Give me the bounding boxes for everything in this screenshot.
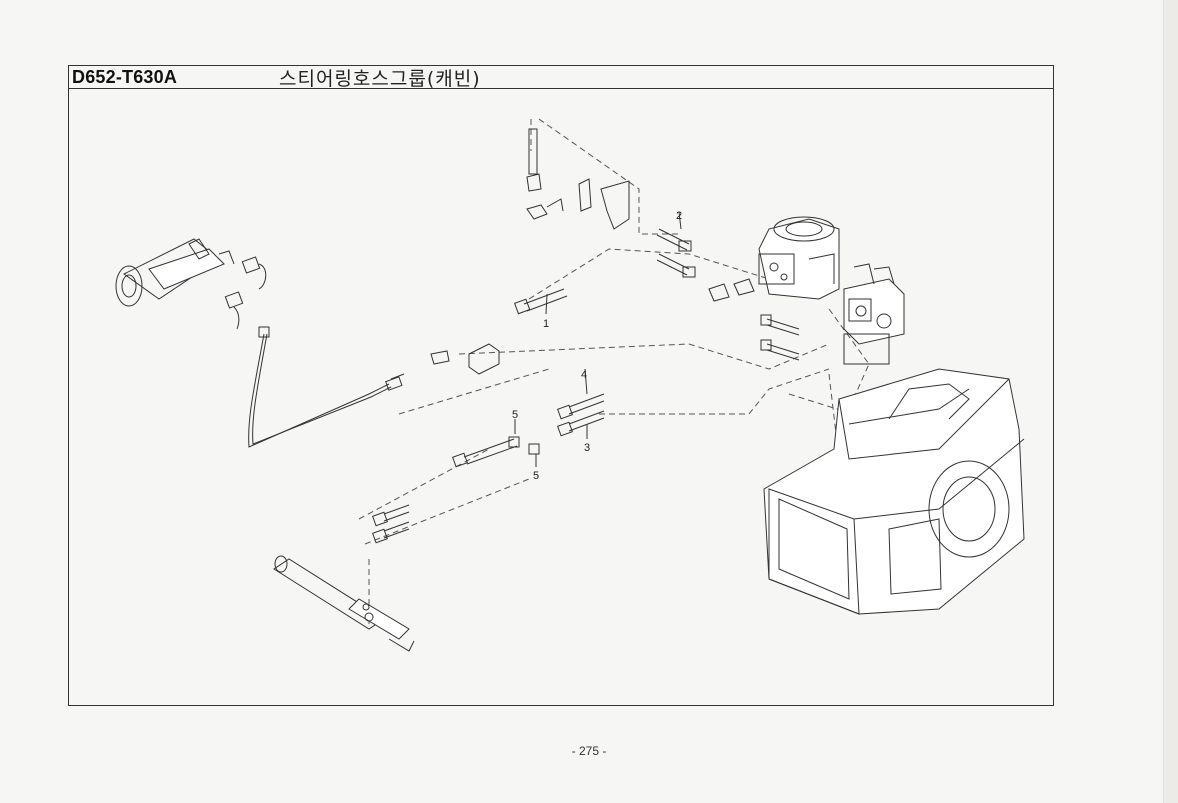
steering-cylinder — [115, 238, 267, 330]
transmission-case — [763, 368, 1025, 615]
callout-leaders — [514, 211, 682, 467]
callout-5-upper: 5 — [512, 409, 518, 421]
header-bar: D652-T630A 스티어링호스그룹(캐빈) — [69, 66, 1053, 90]
steel-pipe-left — [248, 326, 403, 448]
diagram-frame: D652-T630A 스티어링호스그룹(캐빈) — [68, 65, 1054, 706]
callout-2: 2 — [676, 210, 682, 222]
callout-4: 4 — [581, 369, 587, 381]
steering-unit — [526, 128, 630, 230]
scan-edge — [1163, 0, 1178, 803]
callout-5-lower: 5 — [533, 470, 539, 482]
page-number: - 275 - — [571, 744, 607, 758]
hose-assemblies — [372, 228, 800, 544]
part-group-title: 스티어링호스그룹(캐빈) — [279, 68, 481, 90]
power-steering-cylinder — [273, 555, 415, 652]
exploded-parts-drawing: 1 2 3 4 5 5 — [115, 118, 1025, 652]
callout-3: 3 — [584, 442, 590, 454]
valve-block-right — [843, 263, 905, 365]
orbitrol-unit — [758, 216, 840, 300]
callout-1: 1 — [543, 318, 549, 330]
part-group-code: D652-T630A — [72, 67, 178, 87]
